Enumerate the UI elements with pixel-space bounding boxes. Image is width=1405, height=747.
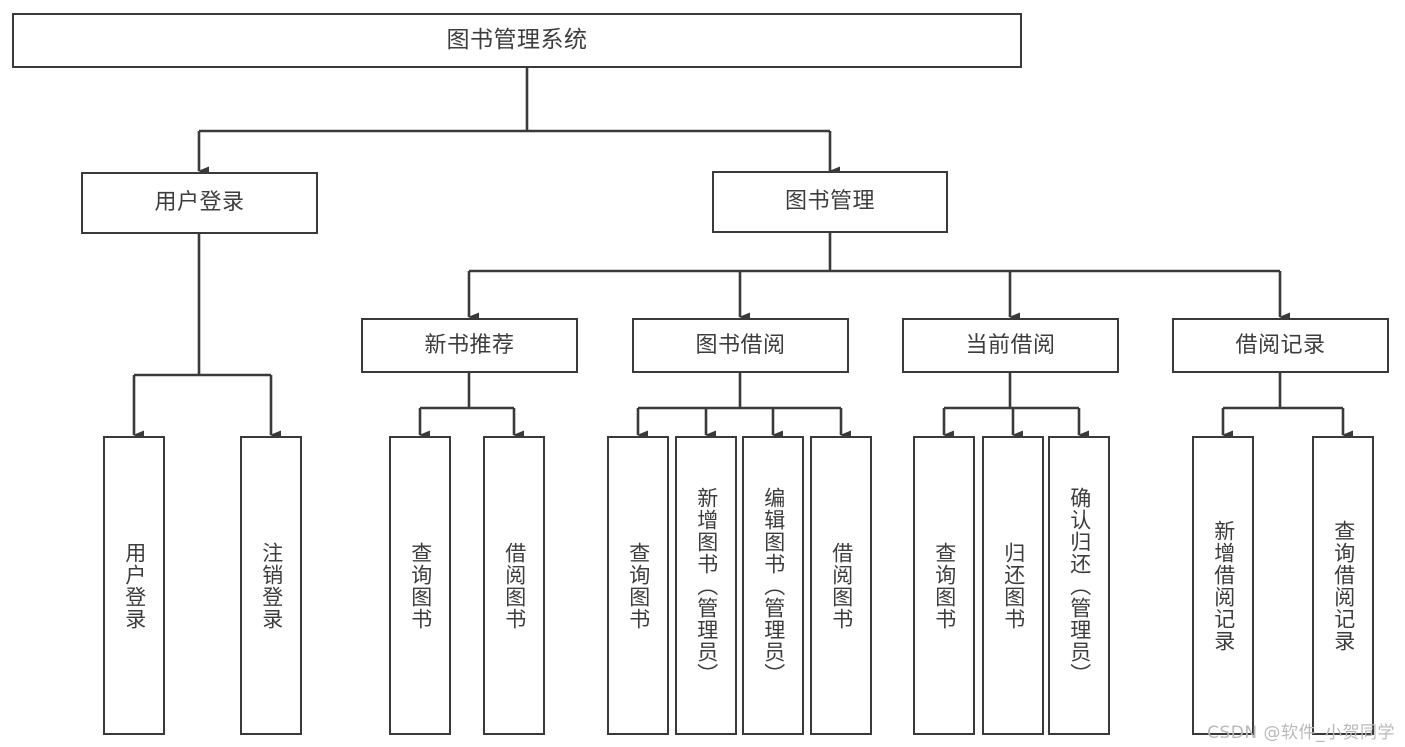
leaf-node-box[interactable]: 查询图书 <box>913 436 975 735</box>
leaf-node-label: 归还图书 <box>1001 541 1026 630</box>
connector-lines <box>132 68 1353 440</box>
level3-node-box[interactable]: 图书借阅 <box>632 318 849 373</box>
leaf-node-label: 新增图书（管理员） <box>694 486 719 685</box>
leaf-node-box[interactable]: 编辑图书（管理员） <box>742 436 804 735</box>
leaf-node-label: 确认归还（管理员） <box>1067 486 1092 685</box>
level2-node-box[interactable]: 用户登录 <box>81 172 318 234</box>
leaf-node-label: 新增借阅记录 <box>1211 519 1236 652</box>
leaf-node-label: 注销登录 <box>259 541 284 630</box>
root-label: 图书管理系统 <box>446 27 588 54</box>
level3-node-box[interactable]: 借阅记录 <box>1172 318 1389 373</box>
leaf-node-label: 借阅图书 <box>829 541 854 630</box>
leaf-node-label: 编辑图书（管理员） <box>761 486 786 685</box>
level3-node-box[interactable]: 新书推荐 <box>361 318 578 373</box>
level3-node-label: 借阅记录 <box>1235 332 1326 358</box>
leaf-node-box[interactable]: 用户登录 <box>103 436 165 735</box>
level3-node-box[interactable]: 当前借阅 <box>902 318 1119 373</box>
leaf-node-label: 用户登录 <box>122 541 147 630</box>
leaf-node-label: 查询图书 <box>408 541 433 630</box>
level2-node-label: 用户登录 <box>154 190 245 216</box>
leaf-node-box[interactable]: 查询图书 <box>607 436 669 735</box>
level2-node-label: 图书管理 <box>784 189 875 215</box>
level2-node-box[interactable]: 图书管理 <box>712 171 948 233</box>
leaf-node-label: 借阅图书 <box>502 541 527 630</box>
leaf-node-box[interactable]: 借阅图书 <box>483 436 545 735</box>
leaf-node-box[interactable]: 注销登录 <box>240 436 302 735</box>
level3-node-label: 当前借阅 <box>965 332 1056 358</box>
leaf-node-box[interactable]: 查询借阅记录 <box>1312 436 1374 735</box>
leaf-node-label: 查询图书 <box>626 541 651 630</box>
leaf-node-box[interactable]: 确认归还（管理员） <box>1048 436 1110 735</box>
leaf-node-label: 查询借阅记录 <box>1331 519 1356 652</box>
leaf-node-label: 查询图书 <box>932 541 957 630</box>
level3-node-label: 新书推荐 <box>424 332 515 358</box>
leaf-node-box[interactable]: 新增借阅记录 <box>1192 436 1254 735</box>
level3-node-label: 图书借阅 <box>695 332 786 358</box>
leaf-node-box[interactable]: 归还图书 <box>982 436 1044 735</box>
leaf-node-box[interactable]: 新增图书（管理员） <box>675 436 737 735</box>
root-box[interactable]: 图书管理系统 <box>12 13 1022 68</box>
leaf-node-box[interactable]: 借阅图书 <box>810 436 872 735</box>
leaf-node-box[interactable]: 查询图书 <box>389 436 451 735</box>
